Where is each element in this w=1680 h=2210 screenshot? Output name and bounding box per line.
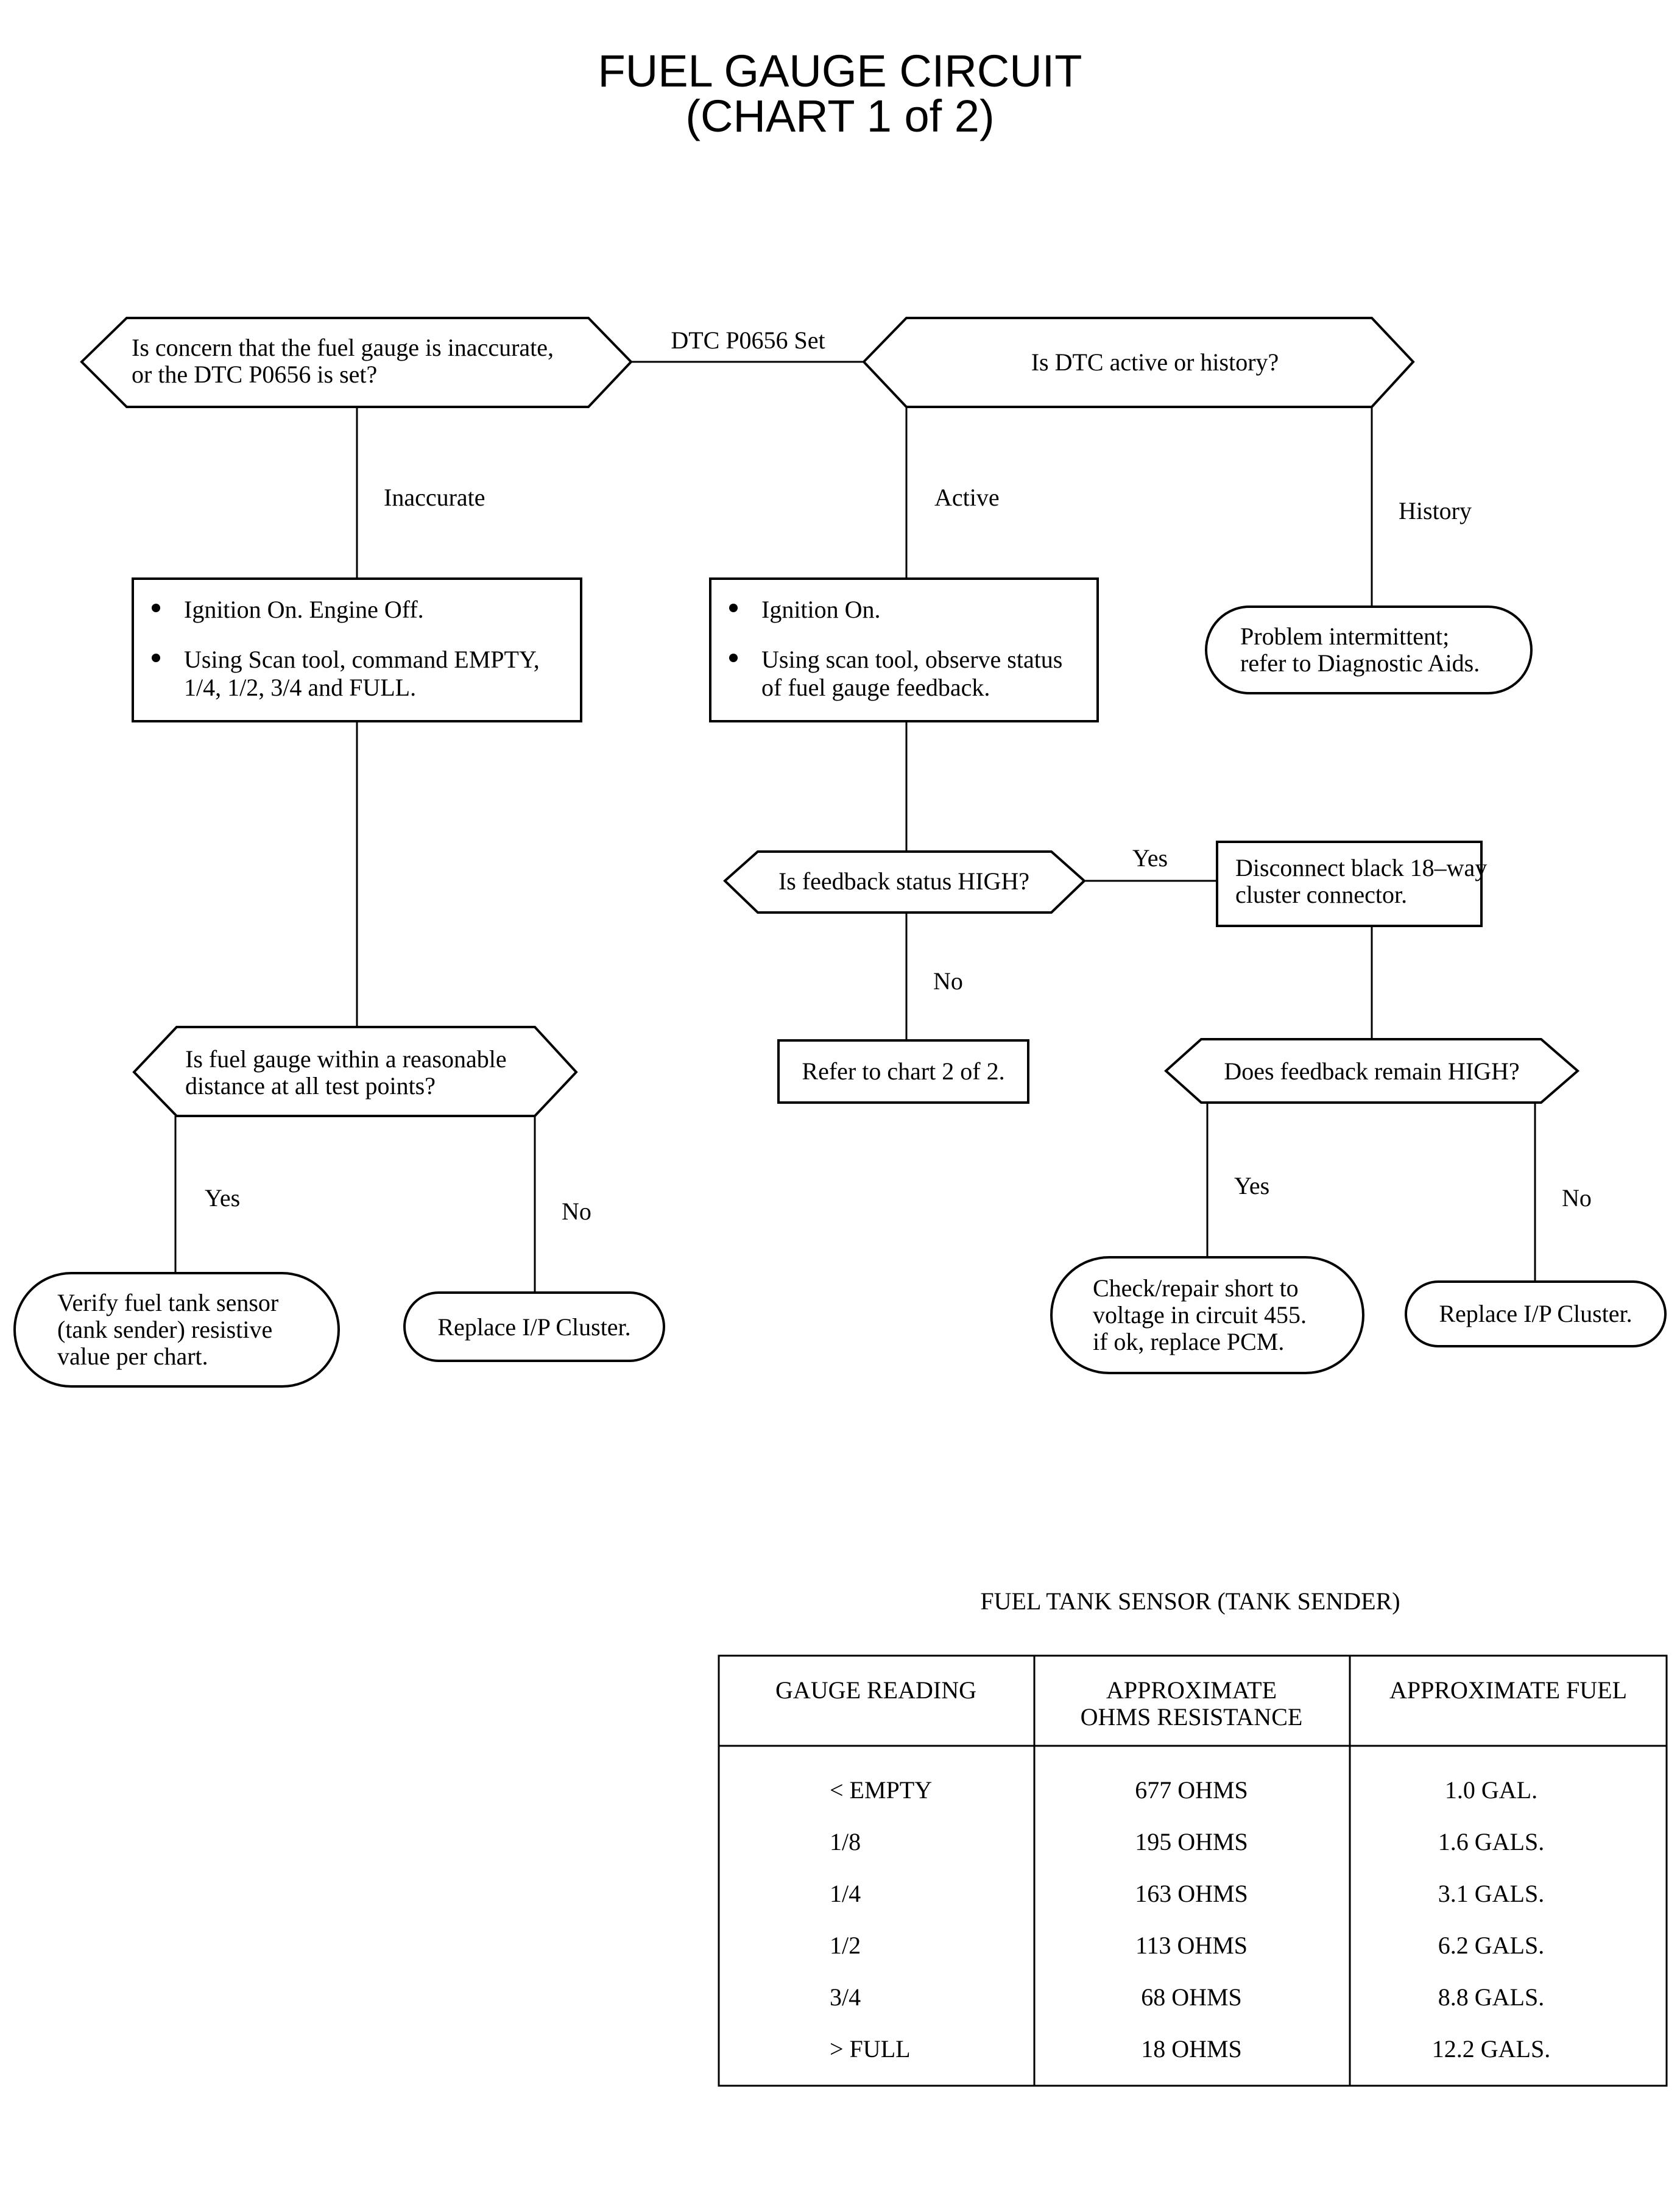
- process-ignition-left-bullet1: Ignition On. Engine Off.: [184, 596, 424, 623]
- process-ignition-left-bullet2-line2: 1/4, 1/2, 3/4 and FULL.: [184, 674, 416, 701]
- terminal-check-line1: Check/repair short to: [1093, 1274, 1299, 1302]
- table-cell: 8.8 GALS.: [1438, 1983, 1544, 2011]
- decision-feedback-high-text: Is feedback status HIGH?: [778, 867, 1029, 895]
- decision-active-history-text: Is DTC active or history?: [1031, 348, 1279, 376]
- edge-label-history: History: [1399, 497, 1472, 524]
- terminal-verify-line3: value per chart.: [57, 1343, 208, 1370]
- table-cell: < EMPTY: [830, 1776, 932, 1804]
- terminal-intermittent-line1: Problem intermittent;: [1240, 623, 1449, 650]
- edge-label-inaccurate: Inaccurate: [384, 484, 485, 511]
- edge-label-yes-reasonable: Yes: [205, 1184, 240, 1212]
- decision-remain-high: Does feedback remain HIGH?: [1164, 1038, 1580, 1104]
- bullet-icon: [152, 654, 160, 662]
- terminal-replace-cluster-left: Replace I/P Cluster.: [403, 1291, 665, 1362]
- table-cell: 6.2 GALS.: [1438, 1932, 1544, 1959]
- page-title: FUEL GAUGE CIRCUIT: [598, 46, 1082, 96]
- terminal-intermittent-line2: refer to Diagnostic Aids.: [1240, 649, 1480, 677]
- table-header-cell: GAUGE READING: [775, 1676, 976, 1704]
- bullet-icon: [729, 604, 738, 612]
- terminal-check-short: Check/repair short to voltage in circuit…: [1050, 1256, 1364, 1374]
- table-cell: 195 OHMS: [1135, 1828, 1248, 1855]
- table-cell: 1.6 GALS.: [1438, 1828, 1544, 1855]
- table-cell: 113 OHMS: [1135, 1932, 1248, 1959]
- decision-within-reasonable-line2: distance at all test points?: [185, 1072, 436, 1100]
- table-caption: FUEL TANK SENSOR (TANK SENDER): [980, 1587, 1400, 1615]
- process-ignition-mid-bullet1: Ignition On.: [761, 596, 881, 623]
- terminal-replace-left-text: Replace I/P Cluster.: [437, 1313, 630, 1341]
- terminal-verify-sensor: Verify fuel tank sensor (tank sender) re…: [13, 1272, 340, 1388]
- process-ignition-on: Ignition On. Using scan tool, observe st…: [709, 577, 1099, 722]
- connector-lines: [174, 361, 1536, 1293]
- table-cell: 68 OHMS: [1141, 1983, 1242, 2011]
- terminal-verify-line2: (tank sender) resistive: [57, 1316, 272, 1343]
- table-border: [718, 1654, 1668, 2087]
- decision-within-reasonable: Is fuel gauge within a reasonable distan…: [132, 1026, 578, 1117]
- process-ignition-mid-bullet2-line1: Using scan tool, observe status: [761, 646, 1062, 673]
- table-cell: 18 OHMS: [1141, 2035, 1242, 2063]
- terminal-check-line2: voltage in circuit 455.: [1093, 1301, 1307, 1329]
- edge-label-yes-feedback: Yes: [1132, 844, 1168, 872]
- terminal-verify-line1: Verify fuel tank sensor: [57, 1289, 278, 1316]
- decision-active-history: Is DTC active or history?: [862, 317, 1415, 408]
- decision-concern: Is concern that the fuel gauge is inaccu…: [80, 317, 633, 408]
- table-header-cell: APPROXIMATE FUEL: [1389, 1676, 1627, 1704]
- process-ignition-left-bullet2-line1: Using Scan tool, command EMPTY,: [184, 646, 540, 673]
- terminal-check-line3: if ok, replace PCM.: [1093, 1328, 1284, 1355]
- terminal-replace-right-text: Replace I/P Cluster.: [1439, 1300, 1632, 1327]
- process-ignition-mid-bullet2-line2: of fuel gauge feedback.: [761, 674, 990, 701]
- decision-remain-high-text: Does feedback remain HIGH?: [1224, 1057, 1519, 1085]
- bullet-icon: [729, 654, 738, 662]
- edge-label-active: Active: [934, 484, 1000, 511]
- table-body: < EMPTY 677 OHMS 1.0 GAL. 1/8 195 OHMS 1.6 GA…: [830, 1776, 1550, 2063]
- terminal-replace-cluster-right: Replace I/P Cluster.: [1405, 1280, 1667, 1347]
- decision-feedback-high: Is feedback status HIGH?: [723, 850, 1086, 914]
- table-cell: > FULL: [830, 2035, 911, 2063]
- edge-label-no-remain: No: [1562, 1184, 1592, 1212]
- table-header-cell: OHMS RESISTANCE: [1081, 1703, 1303, 1731]
- process-disconnect-line1: Disconnect black 18–way: [1235, 854, 1487, 881]
- table-cell: 3/4: [830, 1983, 861, 2011]
- table-cell: 12.2 GALS.: [1432, 2035, 1550, 2063]
- process-disconnect-line2: cluster connector.: [1235, 881, 1407, 908]
- decision-concern-line2: or the DTC P0656 is set?: [132, 361, 377, 388]
- process-refer-chart2: Refer to chart 2 of 2.: [777, 1039, 1029, 1104]
- decision-within-reasonable-line1: Is fuel gauge within a reasonable: [185, 1045, 507, 1073]
- process-refer-chart2-text: Refer to chart 2 of 2.: [802, 1057, 1004, 1085]
- edge-label-dtc-set: DTC P0656 Set: [671, 327, 825, 354]
- table-cell: 3.1 GALS.: [1438, 1880, 1544, 1907]
- page-subtitle: (CHART 1 of 2): [685, 91, 994, 141]
- edge-label-yes-remain: Yes: [1234, 1172, 1269, 1199]
- table-cell: 1/2: [830, 1932, 861, 1959]
- table-cell: 677 OHMS: [1135, 1776, 1248, 1804]
- edge-label-no-feedback: No: [933, 967, 963, 995]
- process-disconnect-connector: Disconnect black 18–way cluster connecto…: [1216, 841, 1487, 927]
- table-cell: 1.0 GAL.: [1445, 1776, 1537, 1804]
- table-cell: 1/4: [830, 1880, 861, 1907]
- bullet-icon: [152, 604, 160, 612]
- decision-concern-line1: Is concern that the fuel gauge is inaccu…: [132, 334, 554, 361]
- edge-label-no-reasonable: No: [562, 1198, 591, 1225]
- table-cell: 1/8: [830, 1828, 861, 1855]
- terminal-problem-intermittent: Problem intermittent; refer to Diagnosti…: [1205, 605, 1533, 694]
- table-header-cell: APPROXIMATE: [1106, 1676, 1277, 1704]
- table-cell: 163 OHMS: [1135, 1880, 1248, 1907]
- process-ignition-engine-off: Ignition On. Engine Off. Using Scan tool…: [132, 577, 582, 722]
